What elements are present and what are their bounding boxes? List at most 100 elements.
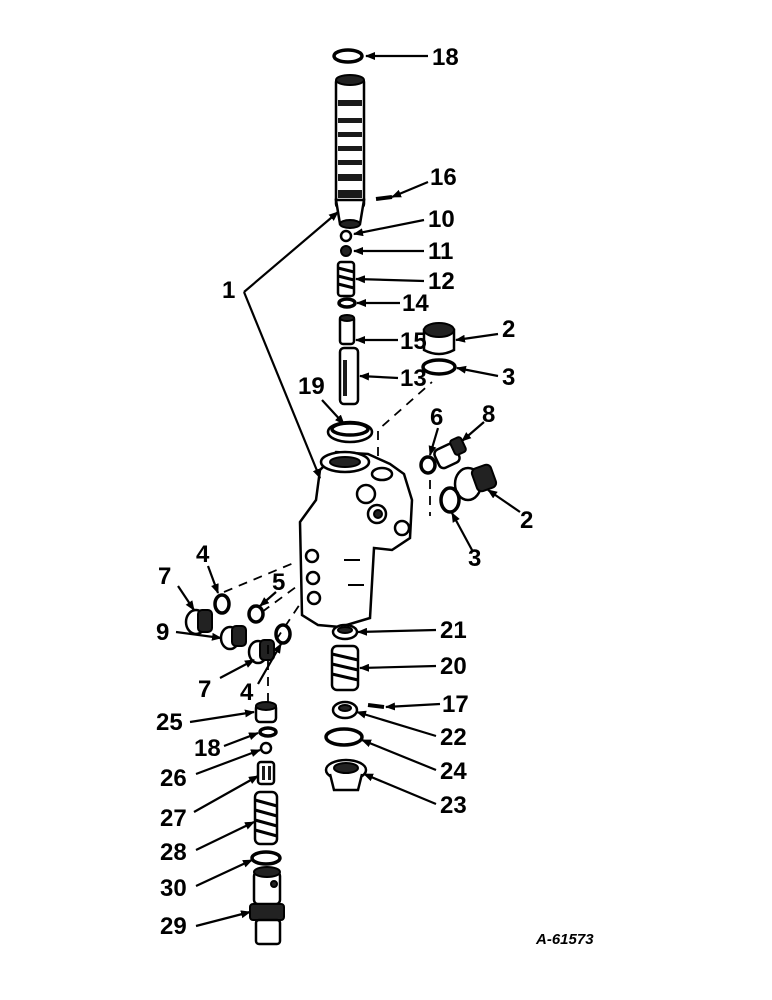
callout-28: 28: [160, 839, 187, 866]
washer-5: [247, 604, 265, 624]
callout-15: 15: [400, 328, 427, 355]
ball-10: [339, 229, 353, 243]
leader-27: [193, 775, 259, 813]
washer-14: [337, 297, 357, 309]
callout-18-top: 18: [432, 44, 459, 71]
callout-5: 5: [272, 569, 285, 596]
callout-7-lower: 7: [198, 676, 211, 703]
leader-7-upper: [177, 585, 195, 611]
drawing-number: A-61573: [535, 931, 594, 948]
oring-18-lower: [258, 726, 278, 738]
washer-4-upper: [213, 593, 231, 615]
callout-11: 11: [428, 238, 453, 265]
oring-24: [324, 727, 364, 747]
pin-17: [367, 703, 385, 709]
leader-13: [359, 372, 399, 381]
callout-20: 20: [440, 653, 467, 680]
leader-3-upper: [456, 365, 499, 378]
leader-4-upper: [206, 565, 220, 594]
leader-7-lower: [219, 659, 255, 679]
callout-2-lower: 2: [520, 507, 533, 534]
callout-4-lower: 4: [240, 679, 254, 706]
callout-25: 25: [156, 709, 183, 736]
callout-26: 26: [160, 765, 187, 792]
callout-19: 19: [298, 373, 325, 400]
leader-1-b: [242, 291, 322, 479]
seat-21: [331, 623, 359, 641]
fitting-9: [219, 625, 247, 651]
leader-17: [385, 702, 441, 711]
part-11: [340, 245, 352, 257]
leader-12: [355, 275, 425, 284]
leader-28: [195, 821, 255, 851]
plug-7-lower: [247, 639, 275, 665]
callout-3-lower: 3: [468, 545, 481, 572]
callout-1: 1: [222, 277, 235, 304]
leader-9: [175, 630, 222, 641]
washer-3-lower: [439, 486, 461, 514]
callout-23: 23: [440, 792, 467, 819]
leader-3-lower: [451, 512, 473, 551]
plunger-15: [338, 314, 356, 346]
callout-13: 13: [400, 365, 427, 392]
seat-25: [254, 701, 278, 724]
spring-12: [336, 260, 356, 298]
leader-2-lower: [487, 489, 521, 513]
leader-19: [321, 399, 345, 425]
callout-12: 12: [428, 268, 455, 295]
assembly-line: [377, 381, 433, 456]
leader-29: [195, 910, 251, 928]
leader-22: [356, 710, 437, 738]
pin-16: [375, 195, 393, 201]
plug-23: [324, 758, 368, 792]
callout-16: 16: [430, 164, 457, 191]
leader-30: [195, 859, 253, 887]
callout-27: 27: [160, 805, 187, 832]
callout-21: 21: [440, 617, 467, 644]
seat-22: [331, 700, 359, 720]
fitting-8: [433, 436, 467, 470]
callout-3-upper: 3: [502, 364, 515, 391]
plug-2-lower: [453, 463, 498, 502]
plug-7-upper: [184, 608, 213, 636]
spool-part-1: [334, 74, 366, 229]
leader-20: [359, 663, 437, 672]
spring-28: [253, 790, 279, 846]
callout-14: 14: [402, 290, 429, 317]
spring-20: [330, 644, 360, 692]
leader-8: [461, 421, 485, 442]
leader-1-a: [243, 211, 339, 293]
callout-9: 9: [156, 619, 169, 646]
leader-26: [195, 748, 261, 776]
leader-2-upper: [455, 332, 499, 343]
leader-18-lower: [223, 731, 259, 748]
valve-body: [298, 450, 414, 629]
leader-16: [391, 180, 429, 199]
callout-4-upper: 4: [196, 541, 210, 568]
leader-24: [361, 738, 437, 772]
callout-2-upper: 2: [502, 316, 515, 343]
washer-4-lower: [274, 623, 292, 645]
oring-30: [250, 850, 282, 866]
washer-6: [419, 455, 437, 475]
leader-6: [428, 427, 440, 456]
leader-25: [189, 709, 255, 724]
washer-3-upper: [421, 358, 457, 376]
assembly-line: [275, 603, 301, 641]
part-27: [256, 760, 276, 786]
ball-26: [259, 741, 273, 755]
assembly-line: [223, 561, 297, 593]
leader-4-lower: [257, 643, 282, 685]
callout-6: 6: [430, 404, 443, 431]
callout-22: 22: [440, 724, 467, 751]
leader-21: [357, 627, 437, 636]
callout-24: 24: [440, 758, 467, 785]
plunger-13: [338, 346, 360, 406]
assembly-line: [261, 583, 301, 613]
oring-18-top: [332, 48, 364, 64]
leader-5: [259, 591, 277, 607]
callout-8: 8: [482, 401, 495, 428]
callout-30: 30: [160, 875, 187, 902]
plug-2-upper: [422, 322, 456, 356]
